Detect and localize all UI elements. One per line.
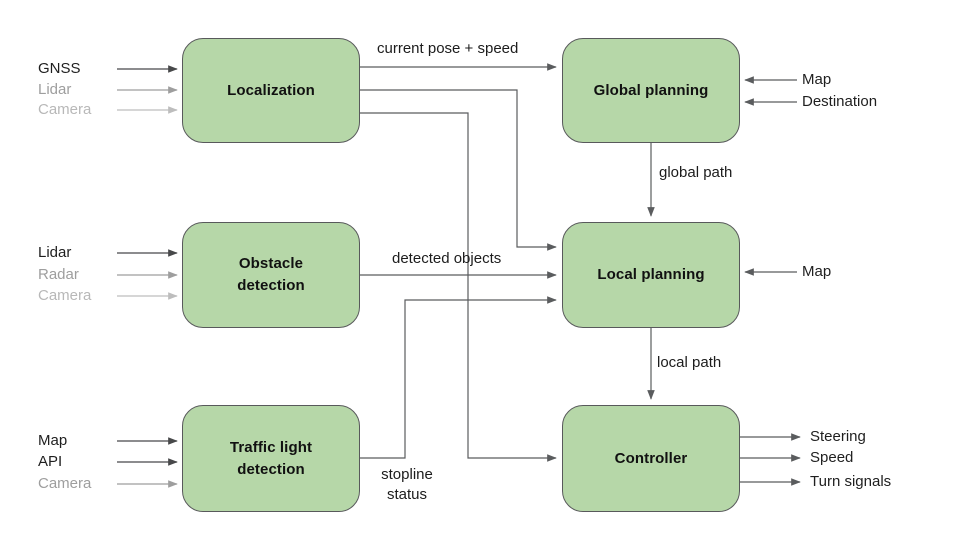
input-label-lidar-obstacle: Lidar (38, 244, 72, 261)
input-label-map-local: Map (802, 263, 832, 280)
node-global-planning-label: Global planning (593, 81, 709, 99)
edge-label-stopline-status: stopline status (381, 466, 433, 503)
node-obstacle-detection-label: Obstacle detection (237, 255, 305, 294)
edge-stopline-status-arrow (360, 296, 557, 459)
node-global-planning: Global planning (562, 38, 740, 143)
edge-label-global-path: global path (659, 164, 733, 181)
output-label-turn-signals: Turn signals (810, 473, 892, 490)
input-label-destination-global: Destination (802, 93, 878, 110)
edge-label-detected-objects: detected objects (392, 250, 502, 267)
input-label-lidar-localization: Lidar (38, 81, 72, 98)
edge-label-local-path: local path (657, 354, 722, 371)
input-label-camera-localization: Camera (38, 101, 92, 118)
input-label-camera-traffic: Camera (38, 475, 92, 492)
input-label-map-traffic: Map (38, 432, 68, 449)
input-label-radar-obstacle: Radar (38, 266, 79, 283)
input-label-map-global: Map (802, 71, 832, 88)
edge-pose-to-local-planning-arrow (360, 89, 557, 251)
node-localization-label: Localization (227, 81, 315, 99)
node-local-planning-label: Local planning (597, 266, 705, 284)
input-label-camera-obstacle: Camera (38, 287, 92, 304)
node-traffic-light-detection-label: Traffic light detection (229, 438, 313, 478)
node-local-planning: Local planning (562, 222, 740, 328)
node-controller: Controller (562, 405, 740, 512)
edge-label-current-pose-speed: current pose + speed (377, 40, 519, 57)
output-label-speed: Speed (810, 449, 854, 466)
node-obstacle-detection: Obstacle detection (182, 222, 360, 328)
input-label-api-traffic: API (38, 453, 63, 470)
output-label-steering: Steering (810, 428, 866, 445)
node-localization: Localization (182, 38, 360, 143)
node-controller-label: Controller (614, 449, 688, 467)
node-traffic-light-detection: Traffic light detection (182, 405, 360, 512)
edge-pose-to-controller-arrow (360, 112, 557, 462)
input-label-gnss: GNSS (38, 60, 81, 77)
